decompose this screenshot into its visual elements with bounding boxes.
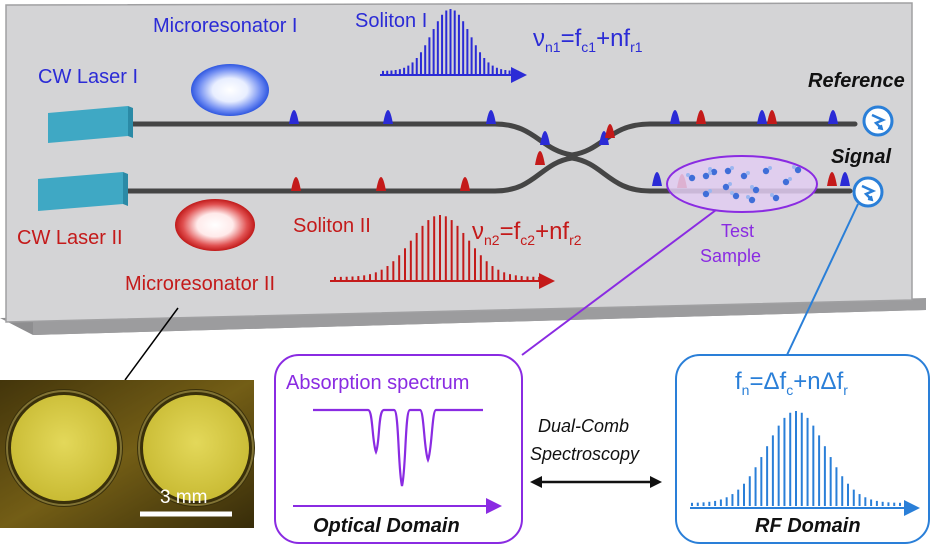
molecule (768, 166, 772, 170)
optical-domain-panel: Absorption spectrum Optical Domain (275, 355, 522, 543)
molecule (730, 191, 734, 195)
molecule (730, 166, 734, 170)
scale-bar-label: 3 mm (160, 487, 208, 508)
molecule (686, 173, 690, 177)
test-sample-label-line1: Test (721, 221, 754, 241)
molecule (746, 195, 750, 199)
soliton-2-label: Soliton II (293, 215, 371, 237)
signal-label: Signal (831, 146, 891, 168)
molecule (750, 185, 754, 189)
molecule (728, 182, 732, 186)
molecule (746, 171, 750, 175)
test-sample (667, 156, 817, 212)
reference-label: Reference (808, 70, 905, 92)
device-photo: 3 mm (0, 380, 255, 528)
rf-domain-panel: fn=Δfc+nΔfr RF Domain (676, 355, 929, 543)
microresonator-1-label: Microresonator I (153, 15, 298, 37)
molecule (792, 165, 796, 169)
laser-2-label: CW Laser II (17, 227, 123, 249)
molecule (708, 167, 712, 171)
molecule (708, 171, 712, 175)
photodetector-icon (864, 107, 892, 135)
absorption-label: Absorption spectrum (286, 372, 469, 394)
soliton-1-label: Soliton I (355, 10, 427, 32)
optical-domain-label: Optical Domain (313, 515, 460, 537)
laser-1-label: CW Laser I (38, 66, 138, 88)
dual-comb-label-line2: Spectroscopy (530, 444, 640, 464)
dual-comb-arrow (530, 476, 662, 488)
photodetector-icon (854, 178, 882, 206)
molecule (708, 189, 712, 193)
molecule (770, 193, 774, 197)
molecule (788, 177, 792, 181)
microresonator-2-label: Microresonator II (125, 273, 275, 295)
microresonator-2-ring (175, 199, 255, 251)
dual-comb-label-line1: Dual-Comb (538, 416, 629, 436)
rf-domain-label: RF Domain (755, 515, 861, 537)
microresonator-1-ring (191, 64, 269, 116)
test-sample-label-line2: Sample (700, 246, 761, 266)
